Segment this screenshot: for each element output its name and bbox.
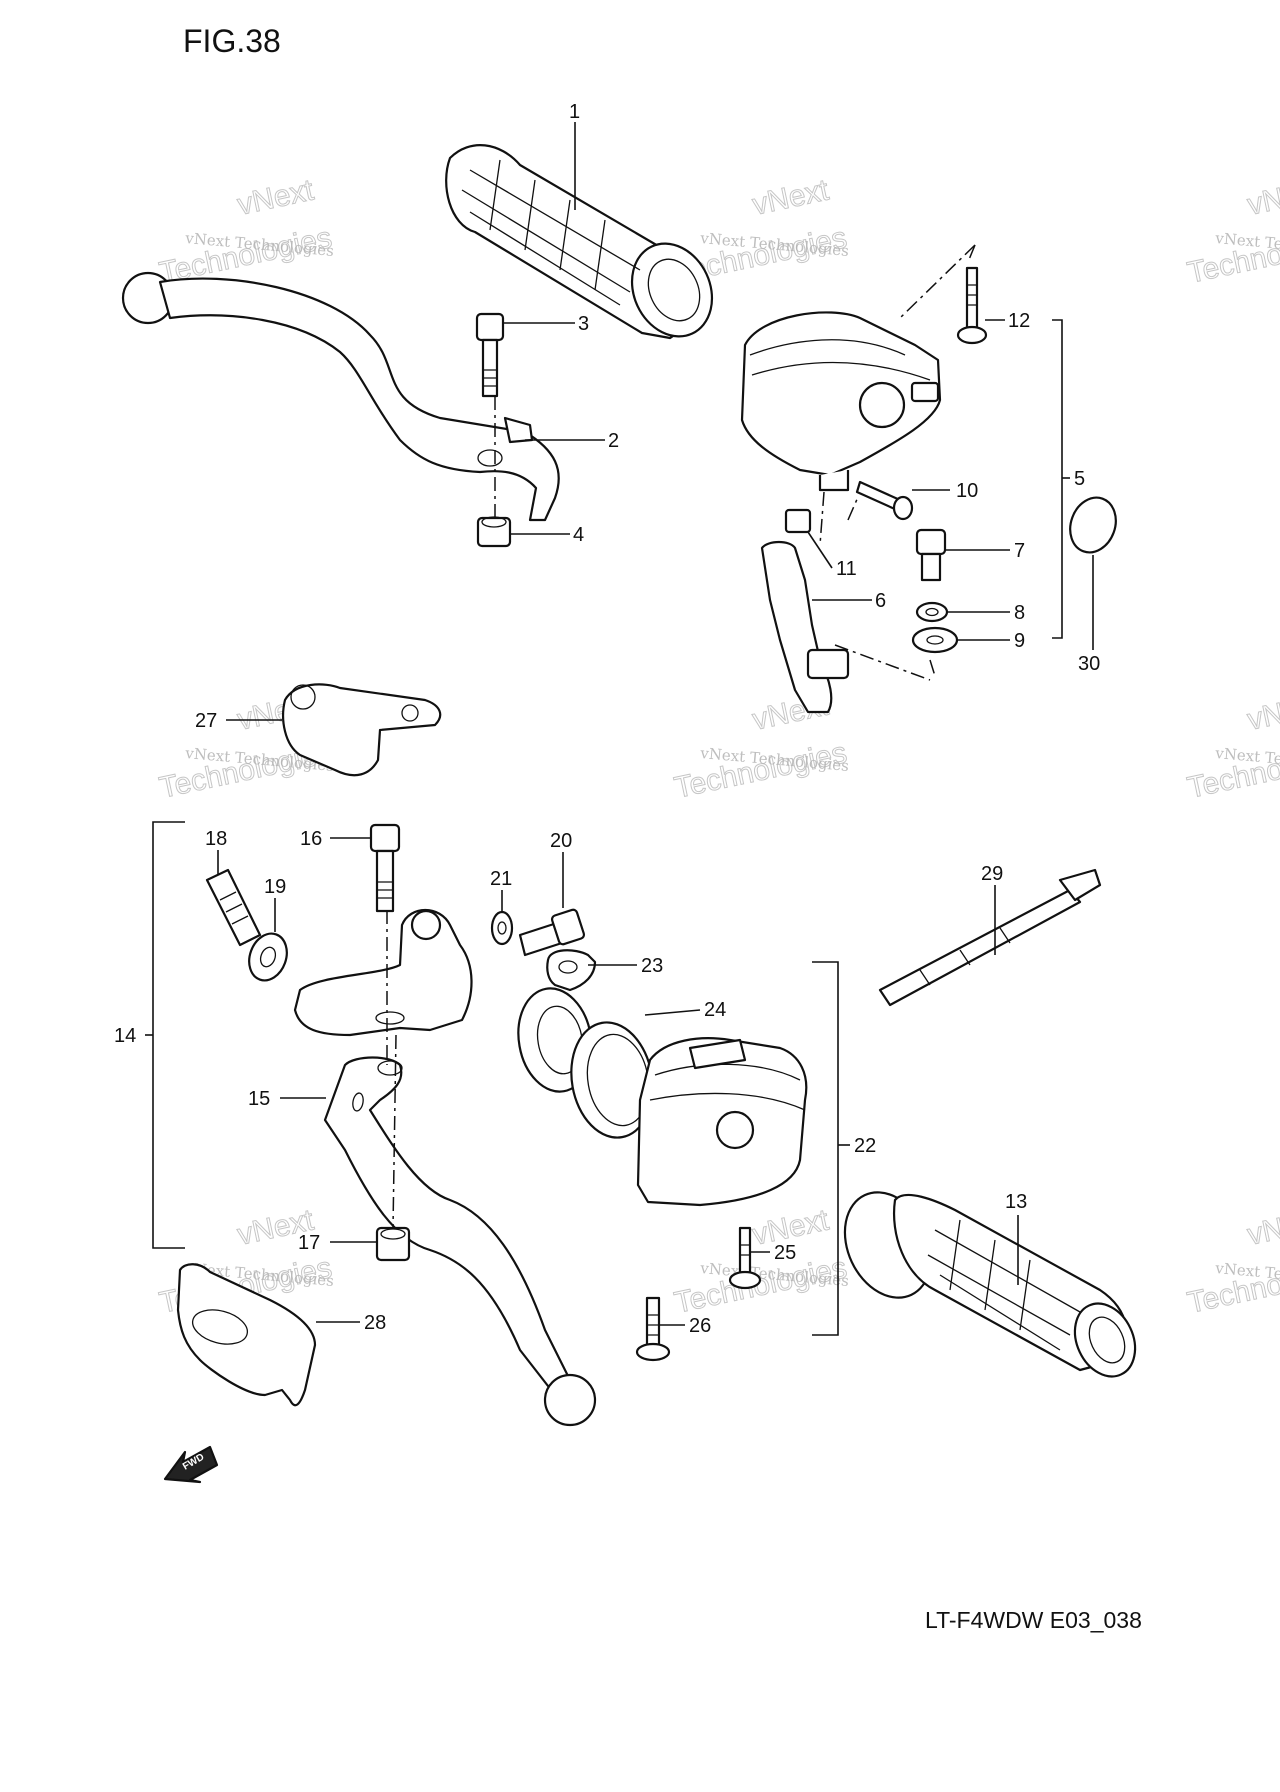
watermark-text: vNext xyxy=(235,173,318,221)
part-8-washer xyxy=(915,601,949,623)
callout-2: 2 xyxy=(608,430,619,452)
callout-22: 22 xyxy=(854,1135,876,1157)
callout-1: 1 xyxy=(569,101,580,123)
alignment-dashed-lines xyxy=(386,244,976,1229)
callout-20: 20 xyxy=(550,830,572,852)
part-27-bracket xyxy=(282,683,442,777)
part-15-lever xyxy=(323,1056,597,1427)
part-24-collar xyxy=(517,987,654,1139)
callout-24: 24 xyxy=(704,999,726,1021)
watermark-bottom-right: vNext vNext Technologies Technologies xyxy=(1184,1203,1280,1320)
callout-5: 5 xyxy=(1074,468,1085,490)
fwd-arrow-icon: FWD xyxy=(163,1445,219,1484)
figure-title: FIG.38 xyxy=(183,23,281,59)
part-21-washer xyxy=(490,910,514,946)
watermark-text: Technologies xyxy=(672,1251,850,1320)
watermark-text: Technologies xyxy=(672,736,850,805)
part-9-washer xyxy=(911,626,959,654)
part-28-cover xyxy=(176,1263,317,1407)
watermark-text: vNext xyxy=(1245,1203,1280,1251)
part-1-grip xyxy=(445,144,714,340)
callout-19: 19 xyxy=(264,876,286,898)
callout-18: 18 xyxy=(205,828,227,850)
part-17-nut xyxy=(375,1226,411,1262)
watermark-text: vNext xyxy=(1245,173,1280,221)
watermark-mid-right: vNext vNext Technologies Technologies xyxy=(1184,688,1280,805)
part-26-screw xyxy=(635,1296,671,1362)
figure-code: LT-F4WDW E03_038 xyxy=(925,1607,1142,1633)
callout-13: 13 xyxy=(1005,1191,1027,1213)
part-2-lever xyxy=(121,271,560,522)
part-19-locknut xyxy=(248,932,288,982)
part-10-screw xyxy=(855,480,914,521)
callout-16: 16 xyxy=(300,828,322,850)
watermark-text: vNext xyxy=(750,173,833,221)
callout-23: 23 xyxy=(641,955,663,977)
part-13-grip xyxy=(843,1191,1137,1378)
callout-27: 27 xyxy=(195,710,217,732)
callout-9: 9 xyxy=(1014,630,1025,652)
callout-3: 3 xyxy=(578,313,589,335)
callout-7: 7 xyxy=(1014,540,1025,562)
part-14-lever-holder xyxy=(293,909,473,1037)
part-30-o-ring xyxy=(1069,496,1117,554)
callout-14: 14 xyxy=(114,1025,136,1047)
part-29-cable-tie xyxy=(878,868,1102,1007)
callout-25: 25 xyxy=(774,1242,796,1264)
callout-29: 29 xyxy=(981,863,1003,885)
part-11-nut xyxy=(784,508,812,534)
watermark-bottom-center: vNext vNext Technologies Technologies xyxy=(671,1203,850,1320)
callout-15: 15 xyxy=(248,1088,270,1110)
part-4-nut xyxy=(476,516,512,548)
callout-17: 17 xyxy=(298,1232,320,1254)
part-20-bolt xyxy=(518,908,586,957)
part-12-screw xyxy=(956,266,988,345)
callout-4: 4 xyxy=(573,524,584,546)
watermark-top-left: vNext vNext Technologies Technologies xyxy=(156,173,335,290)
part-23-clip xyxy=(546,949,597,992)
part-5-switch-housing xyxy=(740,311,942,492)
watermark-top-right: vNext vNext Technologies Technologies xyxy=(1184,173,1280,290)
leader-lines xyxy=(145,122,1094,1336)
callout-30: 30 xyxy=(1078,653,1100,675)
part-6-throttle-lever xyxy=(760,540,850,714)
callout-11: 11 xyxy=(836,558,857,580)
callout-26: 26 xyxy=(689,1315,711,1337)
callout-28: 28 xyxy=(364,1312,386,1334)
callout-labels: 1 2 3 4 5 6 7 8 9 10 11 12 13 14 15 16 1… xyxy=(114,101,1100,1337)
callout-12: 12 xyxy=(1008,310,1030,332)
callout-10: 10 xyxy=(956,480,978,502)
part-3-bolt xyxy=(475,312,505,398)
part-7-bolt xyxy=(915,528,947,582)
part-22-switch-housing xyxy=(636,1037,808,1207)
part-18-adjuster xyxy=(205,868,262,947)
callout-21: 21 xyxy=(490,868,512,890)
watermark-text: vNext xyxy=(1245,688,1280,736)
callout-8: 8 xyxy=(1014,602,1025,624)
part-16-bolt xyxy=(369,823,401,913)
callout-6: 6 xyxy=(875,590,886,612)
